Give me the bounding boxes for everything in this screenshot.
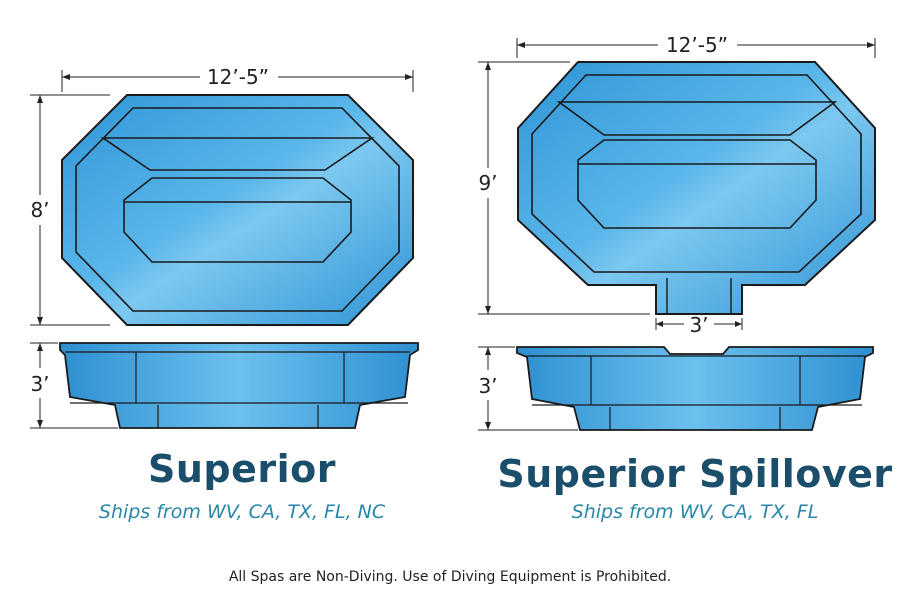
spillover-depth-label: 3’ (478, 374, 497, 398)
spillover-width-label: 12’-5” (666, 33, 728, 57)
superior-width-dimension: 12’-5” (61, 65, 414, 92)
superior-top-view (61, 94, 414, 326)
superior-spillover-top-view (517, 61, 876, 315)
superior-length-dimension: 8’ (30, 94, 110, 326)
spillover-lip-label: 3’ (689, 313, 708, 337)
diving-disclaimer: All Spas are Non-Diving. Use of Diving E… (228, 569, 672, 585)
spillover-title: Superior Spillover (497, 452, 893, 496)
superior-title: Superior (147, 447, 336, 491)
superior-width-label: 12’-5” (207, 65, 269, 89)
superior-depth-dimension: 3’ (30, 342, 118, 429)
superior-side-view (59, 342, 419, 429)
spillover-width-dimension: 12’-5” (516, 33, 876, 58)
spillover-depth-dimension: 3’ (478, 346, 578, 431)
superior-length-label: 8’ (30, 198, 49, 222)
spillover-lip-dimension: 3’ (655, 313, 743, 337)
superior-spillover-side-view (516, 346, 874, 431)
superior-depth-label: 3’ (30, 372, 49, 396)
spillover-length-dimension: 9’ (478, 61, 650, 315)
superior-ships-from: Ships from WV, CA, TX, FL, NC (98, 501, 386, 523)
spillover-length-label: 9’ (478, 171, 497, 195)
spillover-ships-from: Ships from WV, CA, TX, FL (571, 501, 819, 523)
